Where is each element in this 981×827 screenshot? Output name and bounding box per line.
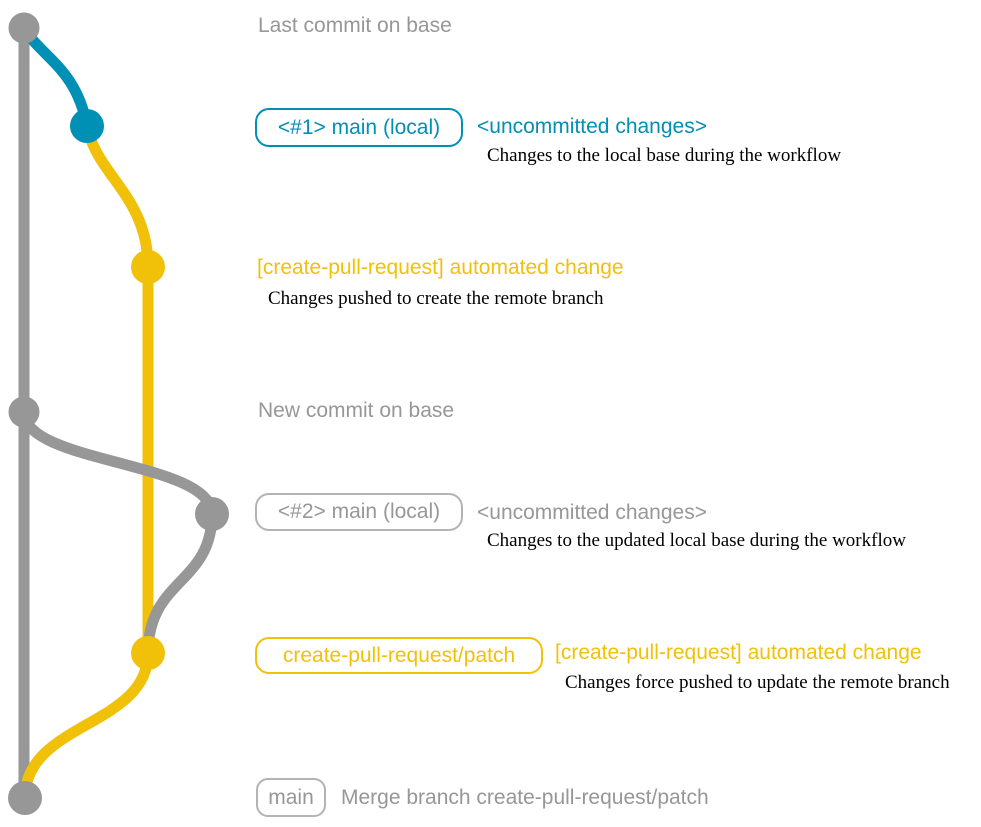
commit-message-merge: Merge branch create-pull-request/patch bbox=[341, 786, 709, 809]
commit-message-uncommitted-2: <uncommitted changes> bbox=[477, 501, 707, 524]
commit-dot-new-base bbox=[8, 396, 40, 428]
patch-branch-curve-1 bbox=[81, 124, 154, 653]
note-uncommitted-1: Changes to the local base during the wor… bbox=[487, 145, 842, 166]
branch-label-main-local-2-text: <#2> main (local) bbox=[277, 500, 441, 523]
note-uncommitted-2: Changes to the updated local base during… bbox=[487, 530, 906, 551]
commit-dot-patch-2 bbox=[131, 636, 165, 670]
commit-message-uncommitted-1: <uncommitted changes> bbox=[477, 115, 707, 138]
commit-dot-merge bbox=[8, 781, 42, 815]
branch-label-patch: create-pull-request/patch bbox=[255, 637, 543, 674]
branch-label-main-text: main bbox=[268, 785, 314, 809]
commit-message-automated-change-1: [create-pull-request] automated change bbox=[257, 256, 624, 279]
commit-message-automated-change-2: [create-pull-request] automated change bbox=[555, 641, 922, 664]
branch-label-main-local-1: <#1> main (local) bbox=[255, 108, 463, 147]
patch-merge-curve bbox=[19, 652, 154, 799]
note-automated-change-2: Changes force pushed to update the remot… bbox=[565, 672, 950, 693]
branch-label-main: main bbox=[256, 778, 326, 817]
note-automated-change-1: Changes pushed to create the remote bran… bbox=[268, 288, 604, 309]
branch-label-main-local-2: <#2> main (local) bbox=[255, 493, 463, 531]
commit-message-last-base: Last commit on base bbox=[258, 14, 452, 37]
commit-message-new-base: New commit on base bbox=[258, 399, 455, 422]
main-local-branch-curve-1 bbox=[19, 25, 93, 128]
main-local-2-to-patch-curve bbox=[142, 513, 218, 654]
commit-dot-last-base bbox=[8, 12, 40, 44]
base-to-main-local-2-curve bbox=[18, 411, 218, 515]
branch-label-main-local-1-text: <#1> main (local) bbox=[277, 115, 441, 139]
branch-label-patch-text: create-pull-request/patch bbox=[282, 643, 516, 667]
commit-dot-main-local-2 bbox=[195, 497, 229, 531]
commit-dot-patch-1 bbox=[131, 250, 165, 284]
commit-dot-main-local-1 bbox=[70, 109, 104, 143]
